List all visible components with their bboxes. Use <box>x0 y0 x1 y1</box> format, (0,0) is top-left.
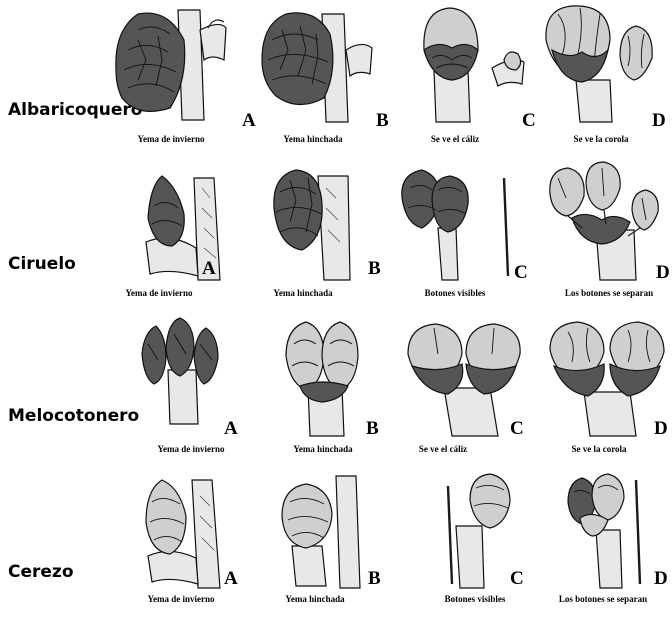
row-ciruelo: Ciruelo A Yema de invierno B Yema hincha… <box>0 158 672 310</box>
stage-letter: D <box>652 110 666 132</box>
stage-c-cell: C Se ve el cáliz <box>408 0 558 152</box>
swollen-bud-drawing <box>276 466 426 596</box>
stage-d-cell: D Se ve la corola <box>548 314 672 466</box>
stage-caption: Los botones se separan <box>540 594 666 604</box>
row-melocotonero: Melocotonero A Yema de invierno B Yema h… <box>0 314 672 466</box>
stage-letter: B <box>368 258 381 280</box>
stage-b-cell: B Yema hinchada <box>276 466 426 618</box>
stage-d-cell: D Los botones se separan <box>552 466 672 618</box>
visible-buttons-drawing <box>420 466 570 596</box>
species-label: Ciruelo <box>8 254 76 274</box>
species-label: Cerezo <box>8 562 74 582</box>
stage-caption: Yema hinchada <box>258 134 368 144</box>
stage-letter: A <box>242 110 256 132</box>
stage-d-cell: D Los botones se separan <box>542 158 672 310</box>
swollen-bud-drawing <box>266 158 416 288</box>
stage-letter: C <box>514 262 528 284</box>
stage-caption: Yema de invierno <box>104 288 214 298</box>
stage-letter: C <box>510 568 524 590</box>
stage-b-cell: B Yema hinchada <box>258 0 408 152</box>
stage-caption: Yema hinchada <box>268 444 378 454</box>
stage-letter: B <box>368 568 381 590</box>
stage-letter: D <box>656 262 670 284</box>
stage-d-cell: D Se ve la corola <box>540 0 672 152</box>
stage-caption: Yema de invierno <box>126 594 236 604</box>
winter-bud-drawing <box>140 466 290 596</box>
stage-caption: Botones visibles <box>420 594 530 604</box>
stage-caption: Yema de invierno <box>116 134 226 144</box>
stage-caption: Yema hinchada <box>248 288 358 298</box>
winter-bud-drawing <box>138 314 288 444</box>
stage-caption: Se ve el cáliz <box>388 444 498 454</box>
stage-caption: Se ve la corola <box>546 134 656 144</box>
stage-caption: Yema hinchada <box>260 594 370 604</box>
stage-letter: A <box>224 418 238 440</box>
stage-letter: B <box>366 418 379 440</box>
buttons-separate-drawing <box>542 158 672 288</box>
stage-letter: C <box>510 418 524 440</box>
species-label: Melocotonero <box>8 406 139 426</box>
stage-letter: B <box>376 110 389 132</box>
calyx-visible-drawing <box>404 314 554 444</box>
stage-letter: A <box>202 258 216 280</box>
stage-caption: Botones visibles <box>400 288 510 298</box>
row-cerezo: Cerezo A Yema de invierno B Yema hinchad… <box>0 466 672 618</box>
stage-caption: Se ve la corola <box>544 444 654 454</box>
stage-letter: D <box>654 418 668 440</box>
stage-b-cell: B Yema hinchada <box>266 158 416 310</box>
stage-caption: Yema de invierno <box>136 444 246 454</box>
stage-caption: Se ve el cáliz <box>400 134 510 144</box>
row-albaricoquero: Albaricoquero A Yema de invierno B Yema … <box>0 0 672 152</box>
stage-c-cell: C Se ve el cáliz <box>404 314 554 466</box>
stage-letter: D <box>654 568 668 590</box>
stage-letter: A <box>224 568 238 590</box>
stage-letter: C <box>522 110 536 132</box>
stage-caption: Los botones se separan <box>546 288 672 298</box>
winter-bud-drawing <box>108 0 258 130</box>
stage-a-cell: A Yema de invierno <box>108 0 258 152</box>
stage-c-cell: C Botones visibles <box>396 158 546 310</box>
stage-a-cell: A Yema de invierno <box>138 314 288 466</box>
